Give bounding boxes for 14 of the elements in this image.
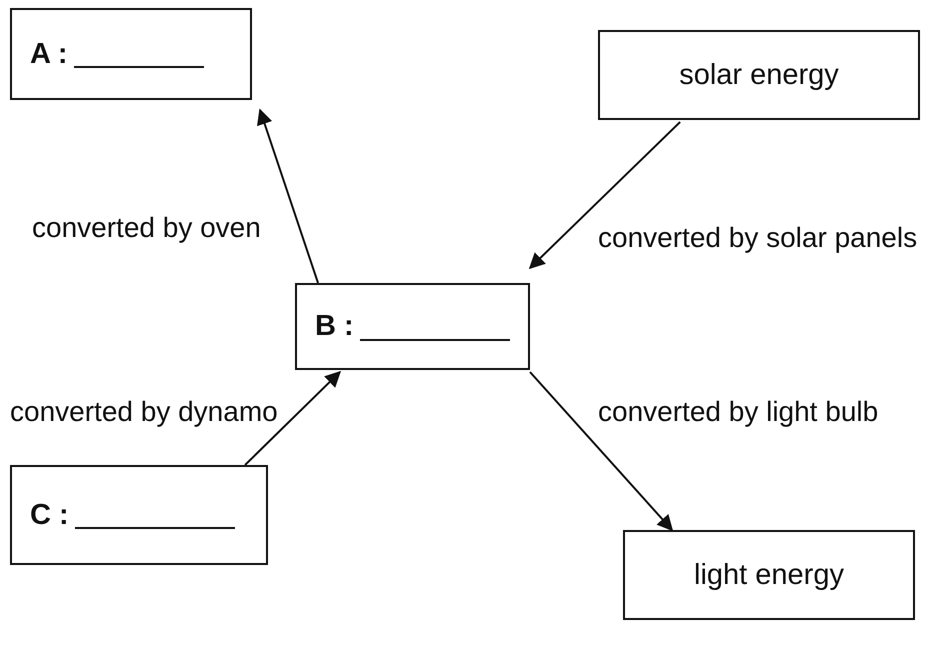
box-label: solar energy bbox=[679, 58, 839, 92]
text-box bbox=[10, 8, 252, 100]
box-label: B : bbox=[315, 310, 354, 343]
box-label: C : bbox=[30, 498, 69, 532]
box-label: light energy bbox=[694, 558, 844, 592]
box-label: A : bbox=[30, 38, 68, 70]
arrow bbox=[528, 121, 681, 270]
text-box bbox=[623, 530, 915, 620]
text-box bbox=[598, 30, 920, 120]
text-box bbox=[295, 283, 530, 370]
text-box bbox=[10, 465, 268, 565]
arrow bbox=[244, 370, 342, 466]
arrow bbox=[529, 371, 674, 532]
arrow bbox=[257, 108, 319, 284]
